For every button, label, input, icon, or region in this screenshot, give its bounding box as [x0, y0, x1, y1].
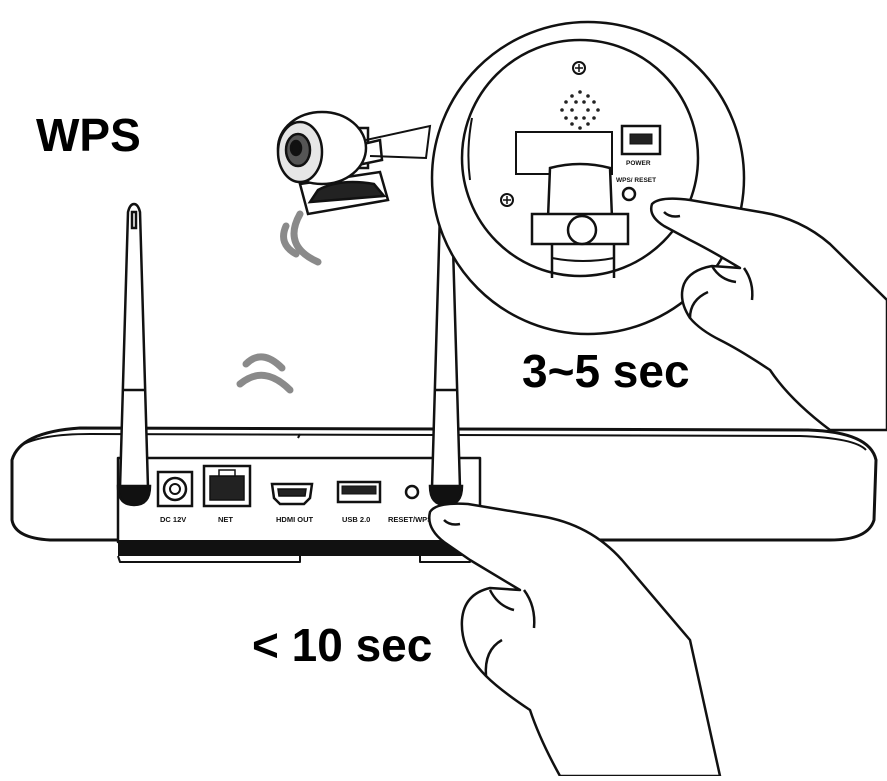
- pointing-hand-icon: [428, 502, 722, 778]
- callout-leader: [365, 124, 432, 160]
- nvr-port-usb: [336, 480, 382, 504]
- antenna-right: [428, 202, 464, 507]
- nvr-port-dc: [156, 470, 194, 508]
- port-label-reset-wps: RESET/WPS: [388, 515, 432, 524]
- camera-zoom-view: [430, 20, 746, 336]
- port-label-hdmi: HDMI OUT: [276, 515, 313, 524]
- speaker-grille: [560, 90, 600, 130]
- port-label-net: NET: [218, 515, 233, 524]
- port-label-dc: DC 12V: [160, 515, 186, 524]
- camera-press-duration: 3~5 sec: [522, 345, 690, 397]
- camera-wps-reset-button[interactable]: [621, 186, 637, 202]
- camera-label-power: POWER: [626, 160, 651, 167]
- nvr-port-hdmi: [270, 482, 314, 506]
- page-title: WPS: [36, 109, 141, 161]
- wifi-signal-icon: [236, 353, 294, 394]
- nvr-press-duration: < 10 sec: [252, 619, 433, 671]
- camera-label-wps-reset: WPS/ RESET: [616, 177, 656, 184]
- nvr-reset-wps-button[interactable]: [404, 484, 420, 500]
- wifi-signal-icon: [280, 210, 322, 266]
- port-label-usb: USB 2.0: [342, 515, 370, 524]
- ip-camera: [276, 110, 390, 216]
- antenna-left: [116, 202, 152, 507]
- pointing-hand-icon: [650, 197, 887, 432]
- nvr-port-net: [202, 464, 252, 508]
